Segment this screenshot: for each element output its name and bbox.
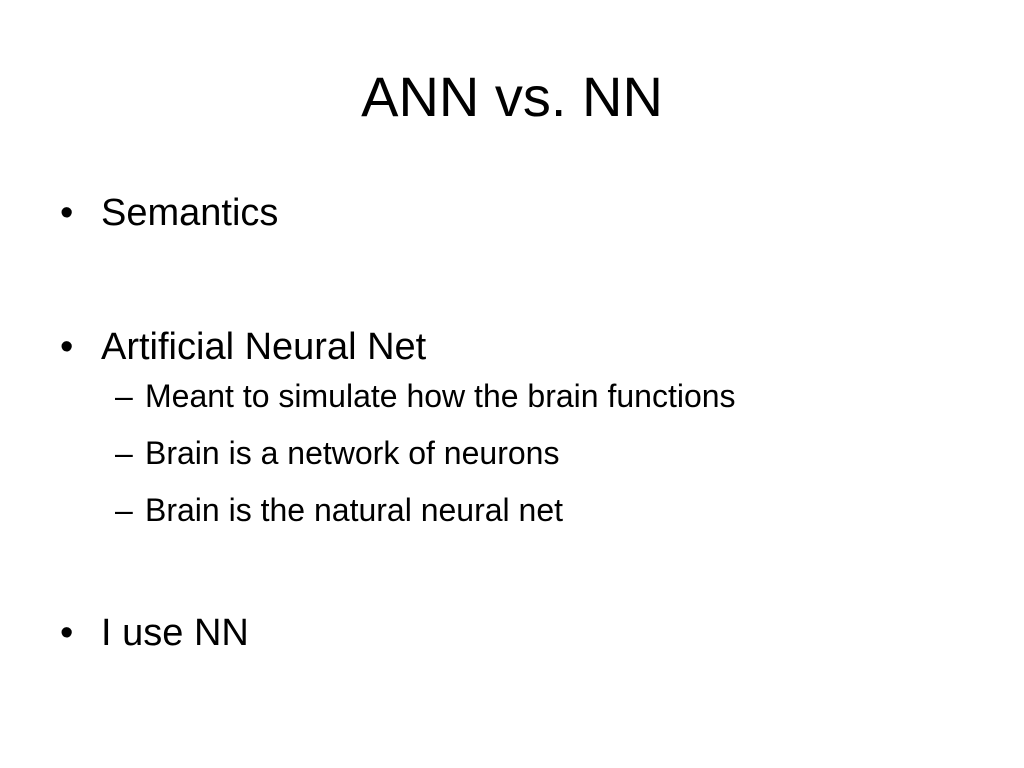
spacer [60, 416, 990, 433]
sub-bullet-text: Brain is a network of neurons [145, 435, 560, 471]
spacer [60, 473, 990, 490]
bullet-item: • Semantics [60, 188, 990, 238]
sub-bullet-item: – Meant to simulate how the brain functi… [60, 376, 990, 416]
bullet-text: Artificial Neural Net [101, 326, 427, 368]
sub-bullet-text: Brain is the natural neural net [145, 492, 564, 528]
sub-bullet-marker: – [115, 435, 133, 471]
sub-bullet-item: – Brain is the natural neural net [60, 490, 990, 530]
bullet-item: • I use NN [60, 608, 990, 658]
slide-title: ANN vs. NN [361, 65, 663, 128]
bullet-item: • Artificial Neural Net [60, 322, 990, 372]
bullet-marker: • [60, 612, 74, 654]
sub-bullet-text: Meant to simulate how the brain function… [145, 378, 736, 414]
spacer [60, 238, 990, 322]
bullet-marker: • [60, 326, 74, 368]
slide-content: • Semantics • Artificial Neural Net – Me… [60, 188, 990, 658]
bullet-text: Semantics [101, 192, 279, 234]
spacer [60, 530, 990, 608]
bullet-marker: • [60, 192, 74, 234]
sub-bullet-marker: – [115, 378, 133, 414]
sub-bullet-item: – Brain is a network of neurons [60, 433, 990, 473]
sub-bullet-marker: – [115, 492, 133, 528]
bullet-text: I use NN [101, 612, 249, 654]
